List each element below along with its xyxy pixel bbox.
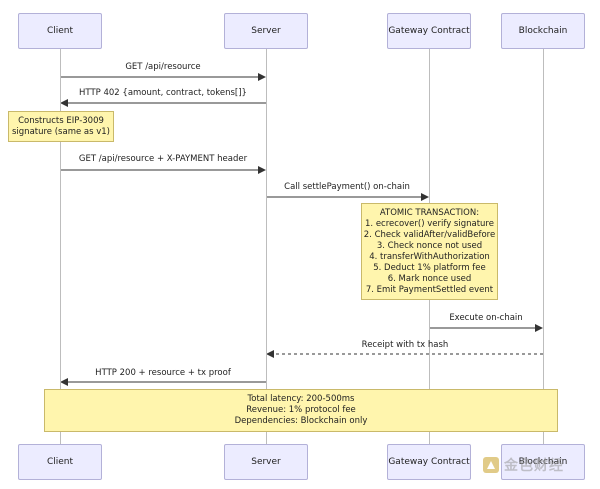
- message-label-http-200: HTTP 200 + resource + tx proof: [95, 368, 231, 378]
- note-line: Revenue: 1% protocol fee: [246, 405, 356, 415]
- actor-client-bottom: Client: [18, 444, 102, 480]
- message-label-get-resource: GET /api/resource: [125, 62, 201, 72]
- actor-gateway-top: Gateway Contract: [387, 13, 471, 49]
- message-label-get-with-payment: GET /api/resource + X-PAYMENT header: [78, 154, 248, 164]
- actor-blockchain-bottom: Blockchain: [501, 444, 585, 480]
- note-construct-signature: Constructs EIP-3009 signature (same as v…: [8, 111, 114, 142]
- note-line: signature (same as v1): [12, 126, 110, 137]
- actor-server-top: Server: [224, 13, 308, 49]
- note-line: Constructs EIP-3009: [18, 115, 104, 126]
- note-line: ATOMIC TRANSACTION:: [379, 207, 480, 218]
- lifeline-blockchain: [543, 48, 544, 450]
- actor-client-top: Client: [18, 13, 102, 49]
- actor-gateway-bottom: Gateway Contract: [387, 444, 471, 480]
- note-line: Total latency: 200-500ms: [247, 394, 355, 404]
- lifeline-client: [60, 48, 61, 450]
- note-line: 3. Check nonce not used: [376, 240, 483, 251]
- message-label-execute-on-chain: Execute on-chain: [449, 313, 523, 323]
- note-line: 7. Emit PaymentSettled event: [365, 284, 494, 295]
- actor-blockchain-top: Blockchain: [501, 13, 585, 49]
- message-label-settle-payment: Call settlePayment() on-chain: [284, 182, 410, 192]
- note-line: 1. ecrecover() verify signature: [365, 218, 494, 229]
- note-summary: Total latency: 200-500ms Revenue: 1% pro…: [44, 389, 558, 432]
- message-label-http-402: HTTP 402 {amount, contract, tokens[]}: [79, 88, 247, 98]
- message-label-receipt: Receipt with tx hash: [361, 340, 449, 350]
- watermark-logo-icon: [483, 457, 499, 473]
- watermark-text: 金色财经: [504, 458, 564, 474]
- note-line: 2. Check validAfter/validBefore: [363, 229, 496, 240]
- note-line: Dependencies: Blockchain only: [234, 416, 368, 426]
- lifeline-server: [266, 48, 267, 450]
- note-line: 6. Mark nonce used: [387, 273, 472, 284]
- watermark: 金色财经: [482, 455, 564, 475]
- note-atomic-transaction: ATOMIC TRANSACTION: 1. ecrecover() verif…: [361, 203, 498, 300]
- actor-server-bottom: Server: [224, 444, 308, 480]
- note-line: 5. Deduct 1% platform fee: [373, 262, 486, 273]
- note-line: 4. transferWithAuthorization: [369, 251, 490, 262]
